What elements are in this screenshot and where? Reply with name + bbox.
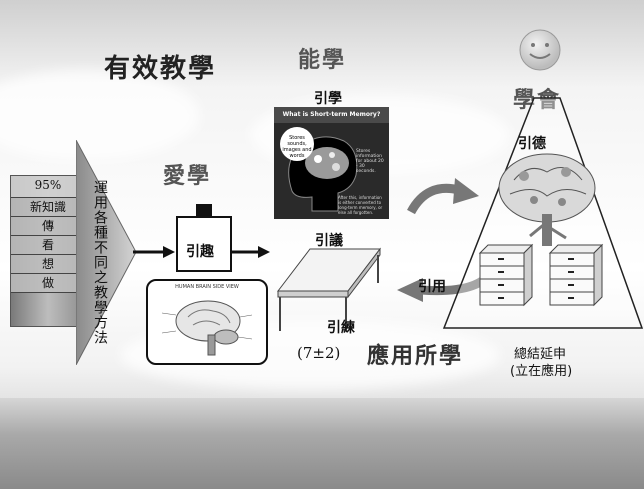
box-handle <box>196 204 212 218</box>
stm-bubble: Stores sounds, images and words <box>280 127 314 161</box>
summary-line-2: (立在應用) <box>510 364 573 379</box>
yin-qu-label: 引趣 <box>186 244 214 260</box>
smiley-icon <box>518 28 562 72</box>
yin-yi-label: 引議 <box>315 233 343 249</box>
summary-line-1: 總結延申 <box>514 347 567 362</box>
memory-span-label: (7±2) <box>297 344 341 362</box>
methods-triangle <box>75 139 137 366</box>
learning-pyramid: 95% 新知識 傳 看 想 做 <box>10 175 86 327</box>
yin-qu-box <box>176 216 232 272</box>
methods-vertical-text: 運用各種不同之教學方法 <box>92 180 108 345</box>
pyramid-row: 看 <box>11 236 85 255</box>
pyramid-row: 新知識 <box>11 198 85 217</box>
brain-panel-title: HUMAN BRAIN SIDE VIEW <box>175 284 239 290</box>
pyramid-row: 95% <box>11 176 85 198</box>
pyramid-row: 傳 <box>11 217 85 236</box>
neng-xue-heading: 能學 <box>298 48 347 73</box>
ai-xue-heading: 愛學 <box>163 164 212 189</box>
cloud <box>0 70 200 160</box>
yin-lian-label: 引練 <box>327 320 355 336</box>
arrow-right-icon <box>133 244 175 260</box>
xue-hui-heading: 學會 <box>513 82 561 114</box>
pyramid-row: 想 <box>11 255 85 274</box>
stm-side-note: Stores information for about 20 - 30 sec… <box>356 149 384 174</box>
ying-yong-heading: 應用所學 <box>367 344 464 369</box>
brain-side-view-panel: HUMAN BRAIN SIDE VIEW <box>146 279 268 365</box>
brain-tree-icon <box>494 150 600 248</box>
yin-yong-label: 引用 <box>418 279 446 295</box>
pyramid-row: 做 <box>11 274 85 293</box>
main-title: 有效教學 <box>104 54 217 84</box>
stm-title: What is Short-term Memory? <box>274 107 389 123</box>
drawer-cabinet-left <box>478 243 534 307</box>
arrow-right-icon <box>230 244 270 260</box>
table-illustration <box>272 243 392 333</box>
yin-xue-label: 引學 <box>314 91 342 107</box>
drawer-cabinet-right <box>548 243 604 307</box>
yin-de-label: 引德 <box>518 136 546 152</box>
background-band <box>0 398 644 489</box>
stm-footnote: After this, information is either conver… <box>338 195 383 215</box>
short-term-memory-panel: What is Short-term Memory? Stores sounds… <box>274 107 389 219</box>
curved-arrow-right-icon <box>407 178 482 218</box>
